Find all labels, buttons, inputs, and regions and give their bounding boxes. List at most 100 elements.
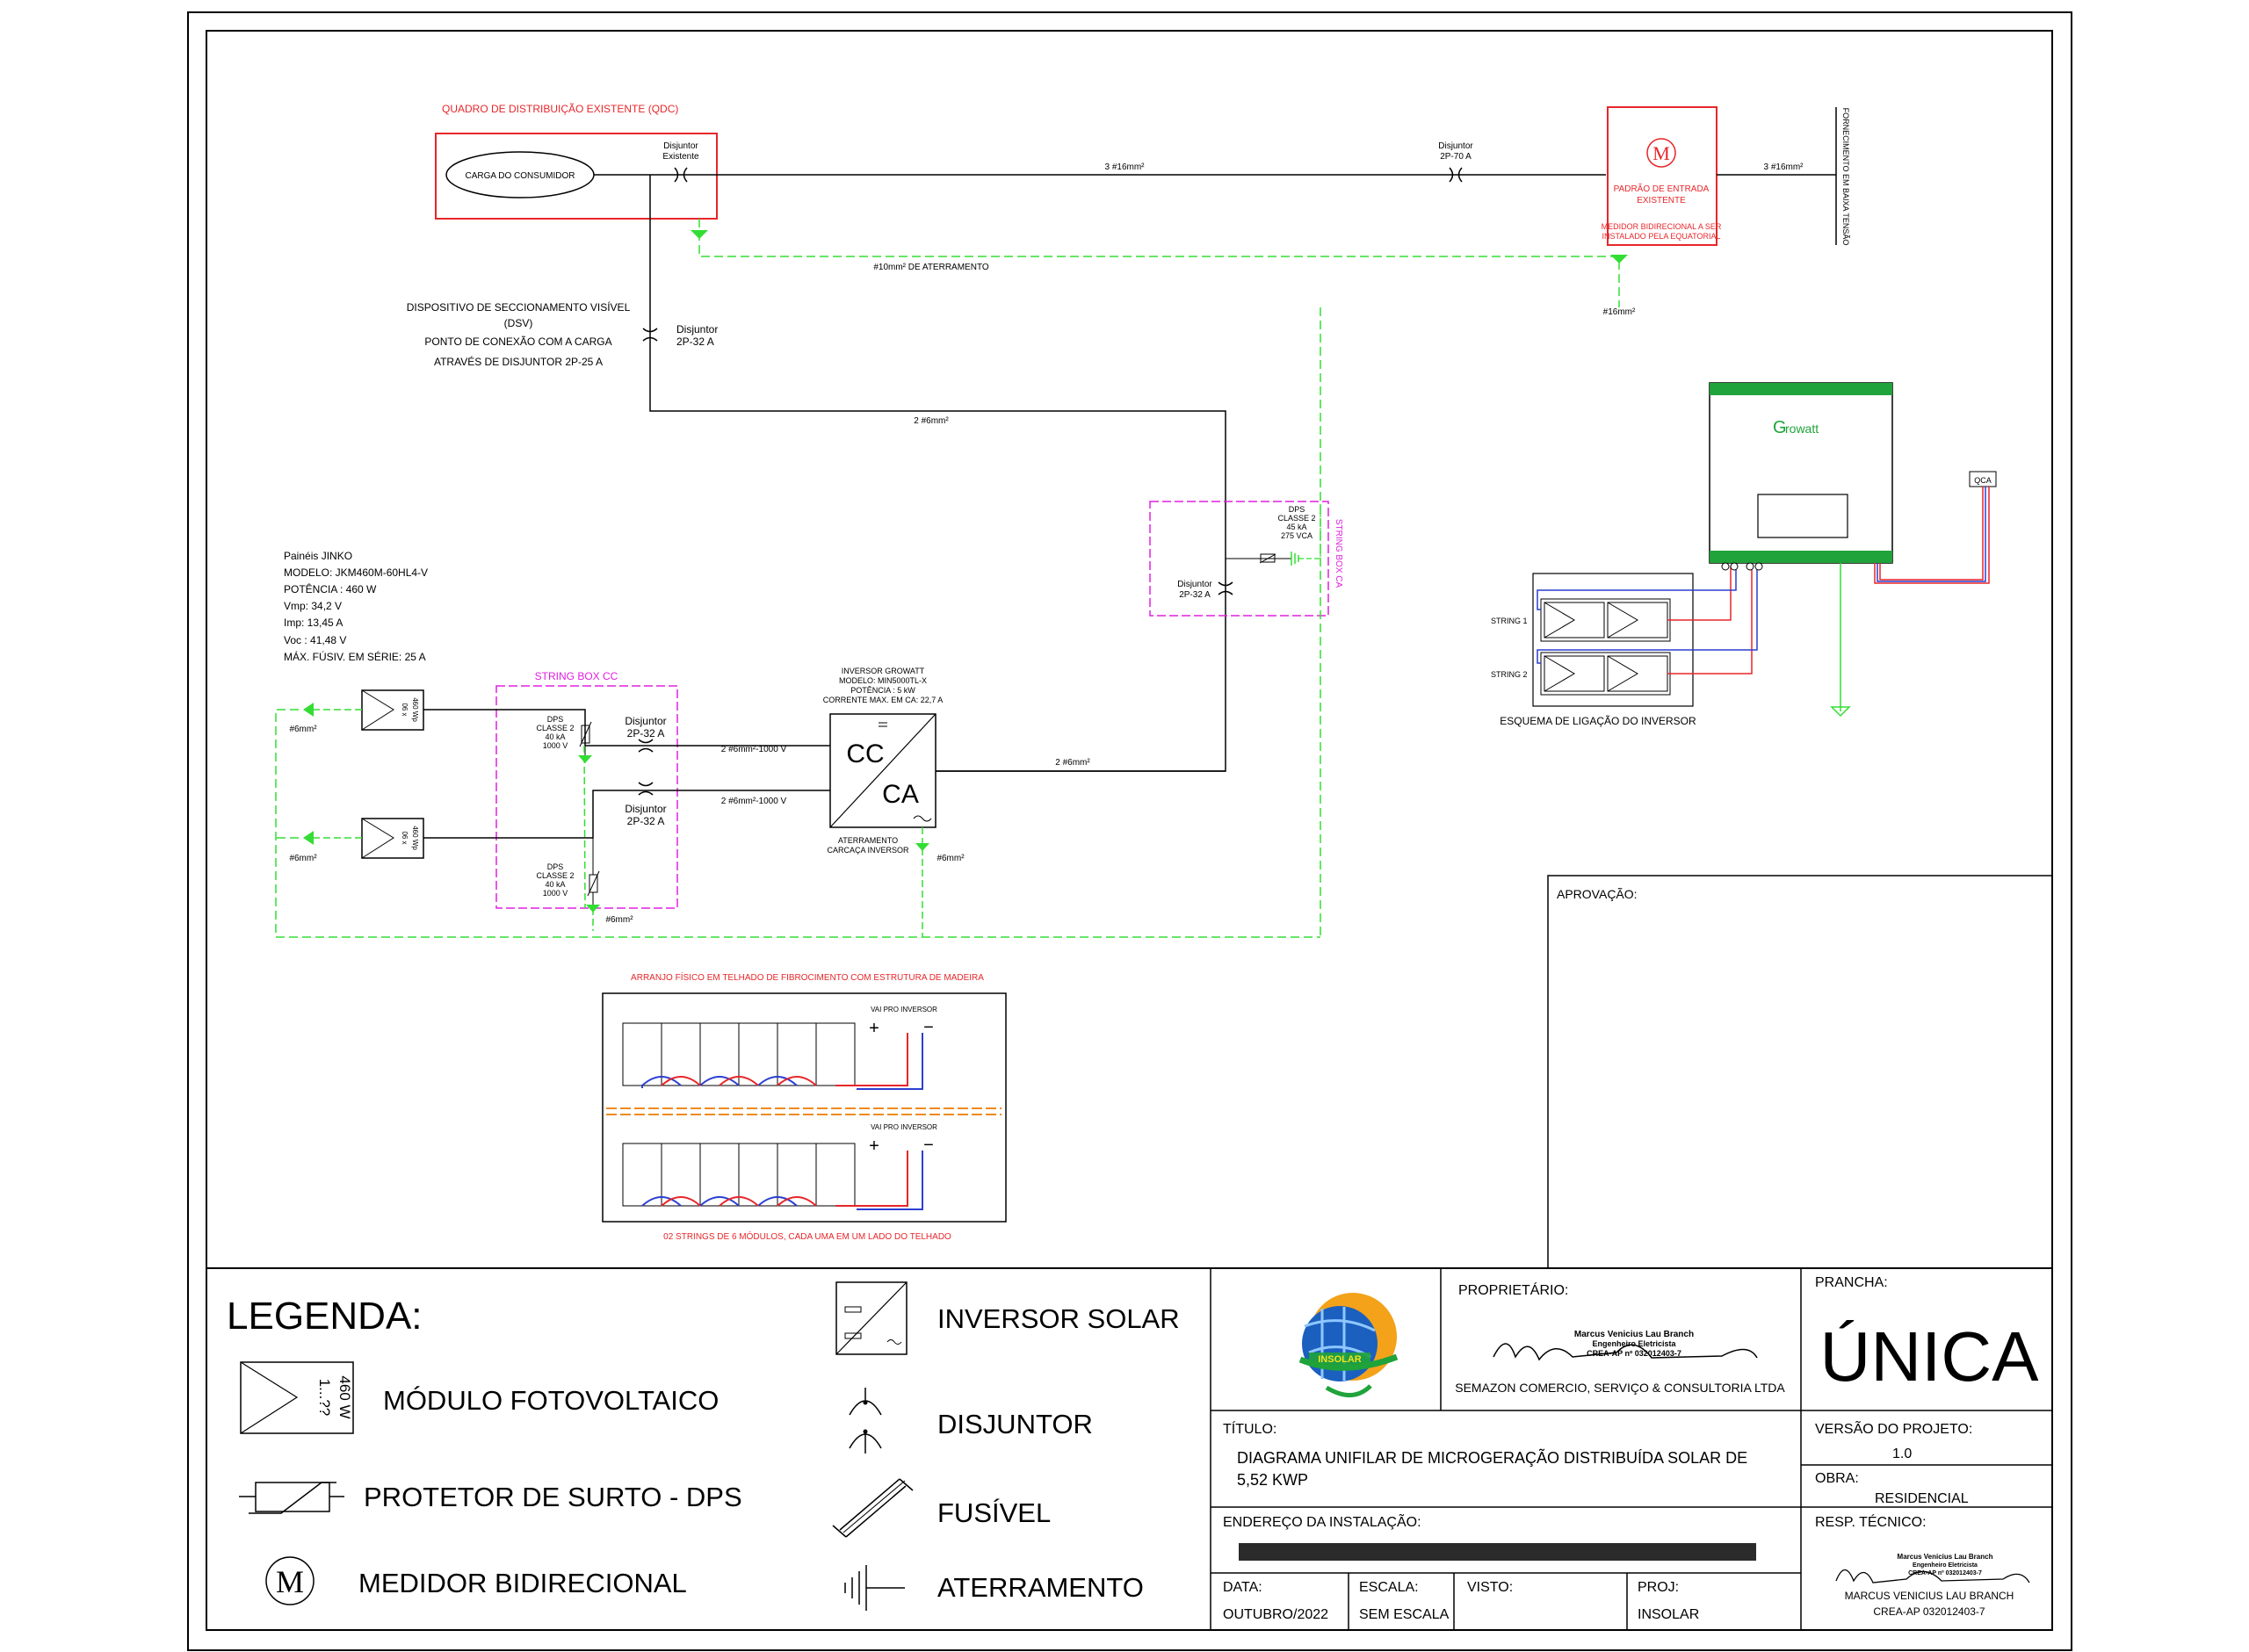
module-ground-lines (312, 709, 362, 839)
panel-spec-3: POTÊNCIA : 460 W (284, 582, 377, 595)
cc-dps1-line-4: 1000 V (543, 741, 568, 750)
resp-label: RESP. TÉCNICO: (1815, 1513, 1927, 1530)
inverter-ground-arrow (915, 843, 929, 851)
panel-specs: Painéis JINKO MODELO: JKM460M-60HL4-V PO… (284, 550, 428, 663)
cc-breaker2-label-1: Disjuntor (625, 803, 666, 815)
owner-signature (1493, 1343, 1758, 1361)
qdc-breaker-symbol (674, 167, 688, 183)
title-line-1: DIAGRAMA UNIFILAR DE MICROGERAÇÃO DISTRI… (1237, 1448, 1747, 1467)
growatt-top-bar (1710, 383, 1892, 395)
inverter-ca: CA (882, 780, 919, 809)
ca-breaker-symbol (1218, 581, 1233, 595)
resp-stamp-3: CREA-AP nº 032012403-7 (1908, 1570, 1982, 1576)
qdc-box (435, 133, 718, 220)
dc-ground-bus (275, 709, 1320, 938)
module-2-power: 460 Wp (411, 826, 419, 850)
inner-frame (206, 30, 2053, 1631)
string-box-cc-label: STRING BOX CC (535, 670, 618, 682)
cc-dps2-line-1: DPS (547, 862, 564, 871)
cc-dps2-line-2: CLASSE 2 (536, 871, 574, 880)
panel-spec-7: MÁX. FÚSIV. EM SÉRIE: 25 A (284, 650, 426, 663)
ca-dps-line-4: 275 VCA (1281, 531, 1313, 540)
logo-text: INSOLAR (1318, 1354, 1362, 1365)
meter-symbol (1646, 138, 1676, 168)
cc-dps1-line-2: CLASSE 2 (536, 724, 574, 732)
ca-dps-line-1: DPS (1289, 505, 1305, 514)
dsv-line-1: DISPOSITIVO DE SECCIONAMENTO VISÍVEL (407, 300, 631, 314)
resp-signature (1835, 1569, 2030, 1583)
roof-title: ARRANJO FÍSICO EM TELHADO DE FIBROCIMENT… (631, 971, 984, 983)
inverter-ground-cable: #6mm² (936, 854, 965, 863)
growatt-bottom-bar (1710, 551, 1892, 563)
cc-dps2-line-4: 1000 V (543, 889, 568, 898)
legend-module-label: MÓDULO FOTOVOLTAICO (383, 1385, 719, 1416)
legend-inverter-icon (835, 1281, 908, 1355)
service-entrance-block: M PADRÃO DE ENTRADA EXISTENTE MEDIDOR BI… (1602, 106, 1722, 246)
dsv-breaker-label-1: Disjuntor (676, 323, 718, 335)
date-label: DATA: (1223, 1580, 1262, 1595)
title-line-2: 5,52 KWP (1237, 1471, 1308, 1489)
dc-string-wires (423, 709, 830, 839)
meter-note-2: INSTALADO PELA EQUATORIAL (1602, 232, 1720, 241)
cc-dps1-line-1: DPS (547, 715, 564, 724)
roof-b-plus: + (869, 1136, 879, 1156)
string-box-cc-frame (495, 685, 678, 909)
roof-arrangement: ARRANJO FÍSICO EM TELHADO DE FIBROCIMENT… (602, 971, 1007, 1242)
owner-name: SEMAZON COMERCIO, SERVIÇO & CONSULTORIA … (1455, 1381, 1785, 1395)
legend-fuse-icon (832, 1478, 914, 1538)
string-box-ca-label: STRING BOX CA (1334, 519, 1343, 588)
qdc-title: QUADRO DE DISTRIBUIÇÃO EXISTENTE (QDC) (442, 103, 678, 115)
legend-breaker-label: DISJUNTOR (937, 1409, 1093, 1439)
inverter-spec-1: INVERSOR GROWATT (842, 667, 925, 675)
legend-dps-icon (239, 1482, 344, 1514)
panel-spec-1: Painéis JINKO (284, 550, 352, 562)
work-value: RESIDENCIAL (1875, 1491, 1969, 1506)
inverter-ground-1: ATERRAMENTO (838, 836, 898, 845)
roof-b-to-inverter: VAI PRO INVERSOR (871, 1123, 937, 1131)
dsv-breaker-symbol (642, 328, 658, 342)
meter-note-1: MEDIDOR BIDIRECIONAL A SER (1602, 222, 1722, 231)
module-1-power: 460 Wp (411, 697, 419, 722)
inverter-block: INVERSOR GROWATT MODELO: MIN5000TL-X POT… (823, 667, 1091, 863)
insolar-logo: INSOLAR (1298, 1293, 1399, 1397)
dsv-line-2: (DSV) (504, 317, 533, 329)
work-label: OBRA: (1815, 1471, 1859, 1486)
qdc-block: QUADRO DE DISTRIBUIÇÃO EXISTENTE (QDC) C… (435, 103, 718, 220)
meter-letter: M (1652, 142, 1670, 164)
dps-ground-wires (583, 745, 594, 931)
cc-breaker1-label-2: 2P-32 A (627, 727, 665, 739)
panel-spec-5: Imp: 13,45 A (284, 617, 343, 629)
cc-breaker1-label-1: Disjuntor (625, 715, 666, 727)
cc-ground-label: #6mm² (605, 915, 633, 925)
dsv-line-4: ATRAVÉS DE DISJUNTOR 2P-25 A (434, 355, 603, 368)
qca-label: QCA (1974, 476, 1992, 485)
roof-frame (602, 992, 1007, 1223)
cable-qdc-label: 3 #16mm² (1104, 162, 1145, 172)
proj-label: PROJ: (1638, 1580, 1679, 1595)
pv-string-2: 06 x 460 Wp (361, 818, 424, 859)
string-2-label: STRING 2 (1491, 670, 1528, 679)
ground-main-label: #10mm² DE ATERRAMENTO (873, 263, 989, 272)
stamp-line-1: Marcus Venicius Lau Branch (1574, 1330, 1694, 1339)
title-block: INSOLAR PROPRIETÁRIO: Marcus Venicius La… (1210, 1268, 2052, 1630)
version-value: 1.0 (1892, 1446, 1912, 1461)
dc-cable-label-1: 2 #6mm²-1000 V (721, 745, 787, 754)
growatt-brand-rest: rowatt (1785, 422, 1819, 436)
stamp-line-2: Engenheiro Eletricista (1592, 1339, 1676, 1348)
legend: LEGENDA: 460 W 1...?? MÓDULO FOTOVOLTAIC… (227, 1281, 1180, 1611)
date-value: OUTUBRO/2022 (1223, 1607, 1328, 1622)
inverter-ac-cable: 2 #6mm² (1055, 758, 1090, 768)
module-1-ground: #6mm² (289, 725, 317, 734)
legend-dps-label: PROTETOR DE SURTO - DPS (364, 1482, 742, 1512)
dc-cable-label-2: 2 #6mm²-1000 V (721, 797, 787, 806)
title-label: TÍTULO: (1223, 1420, 1276, 1437)
approval-label: APROVAÇÃO: (1557, 887, 1638, 901)
service-breaker-label-2: 2P-70 A (1440, 152, 1472, 162)
consumer-load-label: CARGA DO CONSUMIDOR (465, 171, 575, 181)
scale-label: ESCALA: (1359, 1580, 1419, 1595)
module-2-ground: #6mm² (289, 854, 317, 863)
ground-entrance-label: #16mm² (1603, 307, 1636, 317)
owner-label: PROPRIETÁRIO: (1458, 1281, 1568, 1298)
growatt-display (1757, 494, 1848, 538)
legend-ground-icon (844, 1565, 905, 1611)
